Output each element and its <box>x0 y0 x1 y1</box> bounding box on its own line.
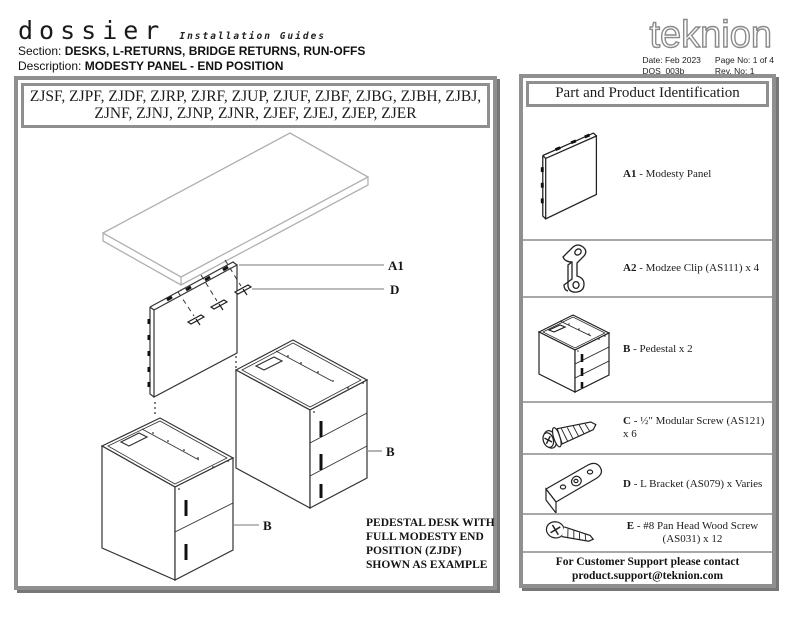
dossier-logo: dossier <box>18 16 166 45</box>
brand-header: dossier Installation Guides <box>18 16 326 45</box>
label-b-left: B <box>263 518 272 533</box>
model-numbers-line2: ZJNF, ZJNJ, ZJNP, ZJNR, ZJEF, ZJEJ, ZJEP… <box>94 105 417 122</box>
part-row-b: B - Pedestal x 2 <box>523 298 772 403</box>
clip-dashed-lines <box>177 259 242 317</box>
model-numbers-box: ZJSF, ZJPF, ZJDF, ZJRP, ZJRF, ZJUP, ZJUF… <box>21 83 490 128</box>
diagram-caption: PEDESTAL DESK WITH FULL MODESTY END POSI… <box>366 516 498 572</box>
modzee-clip-glyphs <box>186 284 253 326</box>
l-bracket-icon <box>523 455 623 513</box>
doc-rev: Rev. No: 1 <box>714 66 755 76</box>
part-row-d: D - L Bracket (AS079) x Varies <box>523 455 772 515</box>
parts-panel-title: Part and Product Identification <box>526 81 769 107</box>
section-line: Section: DESKS, L-RETURNS, BRIDGE RETURN… <box>18 44 365 58</box>
modular-screw-icon <box>523 406 623 450</box>
part-row-e: E - #8 Pan Head Wood Screw (AS031) x 12 <box>523 515 772 553</box>
part-row-a2: A2 - Modzee Clip (AS111) x 4 <box>523 241 772 298</box>
desk-top-drawing <box>101 132 370 286</box>
label-d: D <box>390 282 399 297</box>
caption-line: POSITION (ZJDF) <box>366 545 462 557</box>
doc-date: Date: Feb 2023 <box>642 55 701 65</box>
teknion-logo: teknion <box>649 13 773 56</box>
description-label: Description: <box>18 59 82 73</box>
label-a1: A1 <box>388 258 404 273</box>
doc-page: Page No: 1 of 4 <box>714 55 774 65</box>
part-row-c: C - ½" Modular Screw (AS121) x 6 <box>523 403 772 455</box>
main-drawing-panel: ZJSF, ZJPF, ZJDF, ZJRP, ZJRF, ZJUP, ZJUF… <box>14 76 497 590</box>
wood-screw-icon <box>523 515 623 551</box>
part-row-a1: A1 - Modesty Panel <box>523 110 772 241</box>
section-label: Section: <box>18 44 62 58</box>
brand-subtitle: Installation Guides <box>179 31 327 42</box>
description-value: MODESTY PANEL - END POSITION <box>84 59 284 73</box>
customer-support-note: For Customer Support please contact prod… <box>523 553 772 584</box>
support-email: product.support@teknion.com <box>571 569 724 582</box>
leader-lines <box>234 264 384 526</box>
support-line1: For Customer Support please contact <box>555 555 740 568</box>
modesty-panel-drawing <box>147 261 238 398</box>
part-label-c: C - ½" Modular Screw (AS121) x 6 <box>623 415 765 440</box>
modzee-clip-icon <box>523 243 623 295</box>
part-label-e: E - #8 Pan Head Wood Screw (AS031) x 12 <box>626 520 759 545</box>
pedestal-icon <box>523 304 623 396</box>
assembly-diagram: A1 D B B <box>100 132 404 581</box>
document-meta: Date: Feb 2023 Page No: 1 of 4 DOS_003b … <box>642 55 774 76</box>
part-label-a2: A2 - Modzee Clip (AS111) x 4 <box>623 262 760 274</box>
part-label-b: B - Pedestal x 2 <box>623 343 693 355</box>
modesty-panel-icon <box>523 125 623 225</box>
section-value: DESKS, L-RETURNS, BRIDGE RETURNS, RUN-OF… <box>64 44 366 58</box>
caption-line: FULL MODESTY END <box>366 531 484 543</box>
caption-line: SHOWN AS EXAMPLE <box>366 559 488 571</box>
description-line: Description: MODESTY PANEL - END POSITIO… <box>18 59 283 73</box>
part-label-a1: A1 - Modesty Panel <box>623 168 712 180</box>
parts-panel: Part and Product Identification A1 - Mod… <box>519 74 776 588</box>
model-numbers-line1: ZJSF, ZJPF, ZJDF, ZJRP, ZJRF, ZJUP, ZJUF… <box>29 88 482 105</box>
caption-line: PEDESTAL DESK WITH <box>366 517 495 529</box>
part-label-d: D - L Bracket (AS079) x Varies <box>623 477 763 490</box>
label-b-right: B <box>386 444 395 459</box>
pedestal-left-drawing <box>100 402 235 581</box>
pedestal-right-drawing <box>234 339 369 510</box>
doc-code: DOS_003b <box>642 66 685 76</box>
